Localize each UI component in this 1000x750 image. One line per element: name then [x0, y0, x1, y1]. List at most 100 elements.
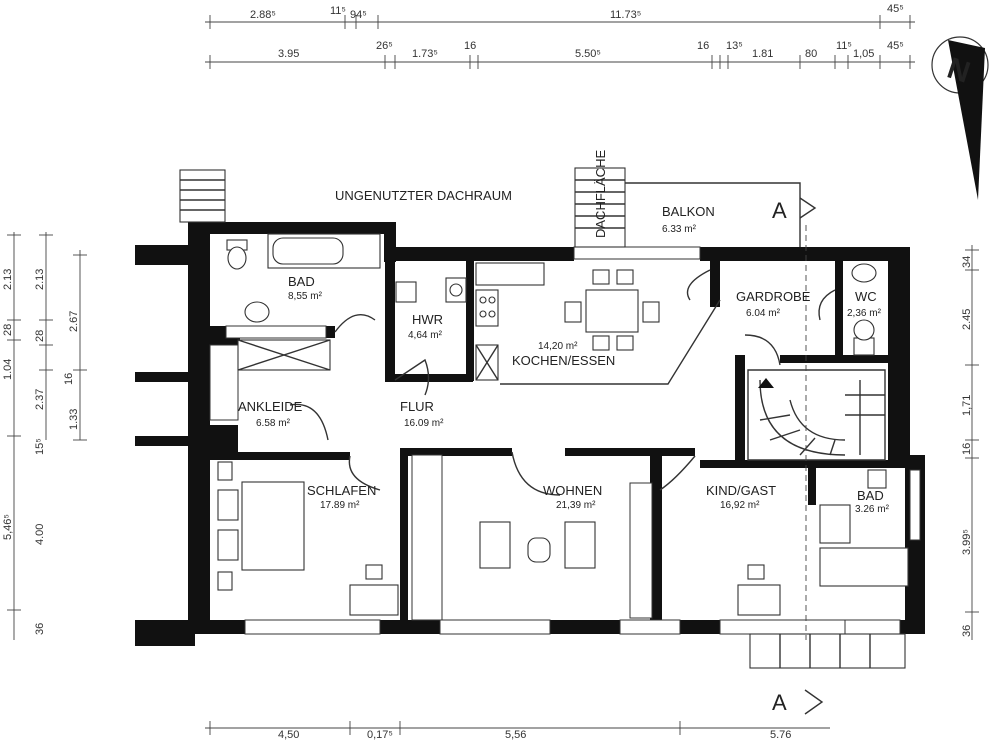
sofa-icon — [479, 521, 511, 569]
section-label-top: A — [772, 198, 787, 223]
living-furniture — [479, 521, 596, 569]
dim-left-7: 4.00 — [34, 524, 46, 545]
stove-icon — [475, 289, 499, 327]
bottom-dimension-line: 4,50 0,17⁵ 5,56 5.76 — [205, 721, 830, 741]
dim-right-1: 34 — [961, 256, 973, 268]
north-arrow-icon — [948, 40, 985, 200]
area-living: 21,39 m² — [556, 500, 596, 511]
area-dressing: 6.58 m² — [256, 418, 291, 429]
dim-left-6: 5,46⁵ — [2, 514, 14, 540]
dim-top-2-5: 5.50⁵ — [575, 48, 601, 60]
stairs-left — [179, 169, 226, 223]
dim-right-3: 1,71 — [961, 395, 973, 416]
area-hwr: 4,64 m² — [408, 330, 443, 341]
dim-bottom-3: 5,56 — [505, 729, 526, 741]
dim-left-1: 2.13 — [2, 269, 14, 290]
dim-top-1-1: 2.88⁵ — [250, 9, 276, 21]
bathroom-fixtures — [226, 233, 381, 323]
dim-bottom-4: 5.76 — [770, 729, 791, 741]
hwr-fixtures — [395, 277, 467, 303]
label-dressing: ANKLEIDE — [238, 399, 303, 414]
label-hwr: HWR — [412, 312, 443, 327]
dim-left-inner-4: 16 — [63, 373, 75, 385]
label-bath: BAD — [288, 274, 315, 289]
area-wardrobe: 6.04 m² — [746, 308, 781, 319]
dressing-closets — [237, 339, 331, 371]
dim-right-2: 2.45 — [961, 309, 973, 330]
dim-top-1-3: 94⁵ — [350, 9, 367, 21]
dim-top-2-2: 26⁵ — [376, 40, 393, 52]
dim-top-1-4: 11.73⁵ — [610, 9, 641, 21]
label-kitchen: KOCHEN/ESSEN — [512, 353, 615, 368]
stair-direction-icon — [758, 378, 774, 388]
windows — [209, 246, 921, 635]
dim-bottom-1: 4,50 — [278, 729, 299, 741]
top-dimension-lines: 2.88⁵ 11⁵ 94⁵ 11.73⁵ 45⁵ 3.95 26⁵ 1.73⁵ … — [205, 3, 915, 69]
guest-furniture — [737, 469, 909, 616]
stairs-bottom — [749, 633, 906, 669]
dim-bottom-2: 0,17⁵ — [367, 729, 393, 741]
area-bath2: 3.26 m² — [855, 504, 890, 515]
room-labels: UNGENUTZTER DACHRAUM DACHFLÄCHE BALKON 6… — [238, 150, 890, 515]
coffee-table-icon — [527, 537, 551, 563]
kitchen-fixtures — [475, 262, 660, 381]
dim-left-8: 36 — [34, 623, 46, 635]
dim-right-6: 36 — [961, 625, 973, 637]
dim-top-2-4: 16 — [464, 40, 476, 52]
dim-top-2-9: 80 — [805, 48, 817, 60]
bedroom-furniture — [217, 461, 399, 616]
dim-top-2-8: 1.81 — [752, 48, 773, 60]
balcony-outline — [625, 182, 801, 247]
dim-left-2: 1.04 — [2, 359, 14, 380]
section-marker-top: A — [772, 197, 817, 640]
section-label-bottom: A — [772, 690, 787, 715]
dim-left-inner-2: 28 — [34, 330, 46, 342]
dim-top-2-6: 16 — [697, 40, 709, 52]
stairs-roof — [574, 167, 626, 248]
dim-top-2-7: 13⁵ — [726, 40, 743, 52]
area-balcony: 6.33 m² — [662, 224, 697, 235]
dim-left-inner-3: 1.33 — [68, 409, 80, 430]
sink-icon — [244, 301, 270, 323]
label-roof-area: DACHFLÄCHE — [593, 150, 608, 238]
dim-left-4: 2.37 — [34, 389, 46, 410]
north-arrow: N — [931, 36, 989, 200]
area-bedroom: 17.89 m² — [320, 500, 360, 511]
kitchen-slanted-wall — [500, 299, 721, 385]
dim-top-2-3: 1.73⁵ — [412, 48, 438, 60]
dim-top-2-10: 11⁵ — [836, 40, 852, 52]
label-wardrobe: GARDROBE — [736, 289, 811, 304]
dim-top-2-1: 3.95 — [278, 48, 299, 60]
bed-icon — [241, 481, 305, 571]
label-wc: WC — [855, 289, 877, 304]
dim-left-inner-5: 2.67 — [68, 311, 80, 332]
area-wc: 2,36 m² — [847, 308, 882, 319]
dim-right-5: 3.99⁵ — [961, 529, 973, 555]
dim-top-1-2: 11⁵ — [330, 5, 346, 17]
doors — [289, 269, 836, 496]
dim-right-4: 16 — [961, 443, 973, 455]
dim-top-2-12: 45⁵ — [887, 40, 904, 52]
dim-left-inner-1: 2.13 — [34, 269, 46, 290]
label-hall: FLUR — [400, 399, 434, 414]
area-guest: 16,92 m² — [720, 500, 760, 511]
label-balcony: BALKON — [662, 204, 715, 219]
dim-left-5: 15⁵ — [34, 438, 46, 455]
internal-staircase — [747, 369, 886, 461]
area-bath: 8,55 m² — [288, 291, 323, 302]
dim-left-3: 28 — [2, 324, 14, 336]
area-hall: 16.09 m² — [404, 418, 444, 429]
walls — [135, 222, 925, 646]
label-guest: KIND/GAST — [706, 483, 776, 498]
right-dimension-line: 34 2.45 1,71 16 3.99⁵ 36 — [961, 245, 979, 640]
dining-table-icon — [585, 289, 639, 333]
area-kitchen: 14,20 m² — [538, 341, 578, 352]
label-bath2: BAD — [857, 488, 884, 503]
dim-top-1-5: 45⁵ — [887, 3, 904, 15]
dim-top-2-11: 1,05 — [853, 48, 874, 60]
label-living: WOHNEN — [543, 483, 602, 498]
left-dimension-lines: 2.13 1.04 28 2.37 15⁵ 5,46⁵ 4.00 36 2.13… — [2, 232, 87, 640]
wc-fixtures — [851, 263, 877, 356]
label-attic: UNGENUTZTER DACHRAUM — [335, 188, 512, 203]
